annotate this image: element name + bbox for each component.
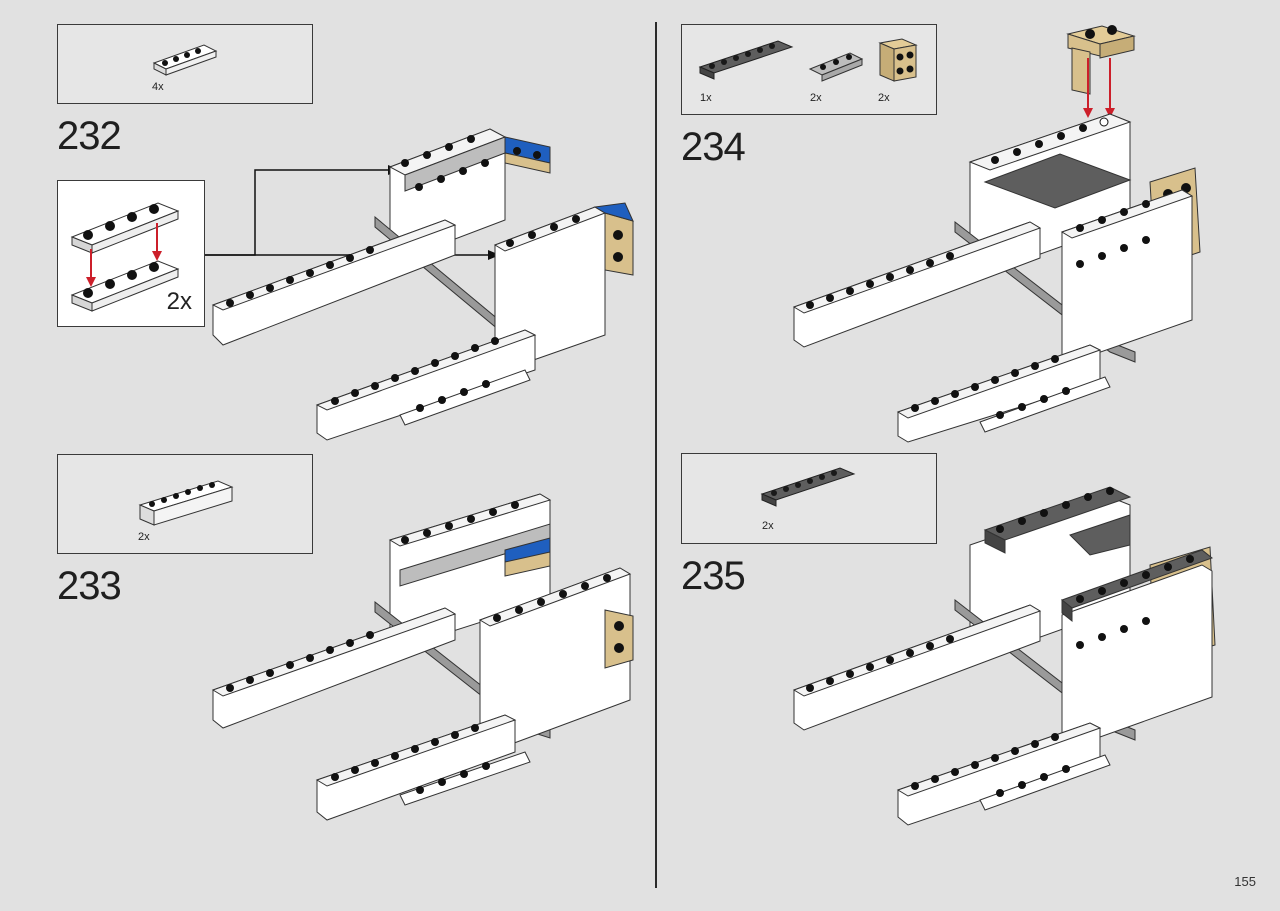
step-number: 233 [57, 564, 122, 608]
part-qty: 2x [810, 92, 822, 104]
step-234-parts-box: 1x 2x 2x [681, 24, 937, 115]
dark-gray-plate-1x6-icon [698, 40, 794, 80]
step-number: 232 [57, 114, 122, 158]
red-arrow-icon [152, 223, 162, 261]
page-number: 155 [1234, 874, 1256, 889]
red-arrow-icon [86, 249, 96, 287]
white-plate-1x4-icon [152, 44, 218, 76]
callout-plate-bottom-icon [70, 260, 180, 312]
step-233-parts-box: 2x [57, 454, 313, 554]
step-number: 235 [681, 554, 746, 598]
part-qty: 2x [762, 520, 774, 532]
part-qty: 4x [152, 81, 164, 93]
step-number: 234 [681, 125, 746, 169]
tan-bracket-2x2-icon [878, 38, 918, 82]
step-235-parts-box: 2x [681, 453, 937, 544]
step-232-model [211, 128, 634, 441]
step-233-model [211, 493, 634, 821]
step-232-callout: 2x [57, 180, 205, 327]
page-divider [655, 22, 657, 888]
white-brick-1x6-icon [138, 480, 234, 526]
callout-multiplier: 2x [166, 288, 192, 315]
light-gray-plate-1x3-icon [808, 52, 864, 82]
part-qty: 2x [138, 531, 150, 543]
dark-gray-plate-1x6-icon [760, 467, 856, 507]
step-232-parts-box: 4x [57, 24, 313, 104]
callout-plate-top-icon [70, 202, 180, 254]
step-235-model [792, 486, 1216, 826]
part-qty: 2x [878, 92, 890, 104]
part-qty: 1x [700, 92, 712, 104]
step-234-model [792, 25, 1201, 443]
